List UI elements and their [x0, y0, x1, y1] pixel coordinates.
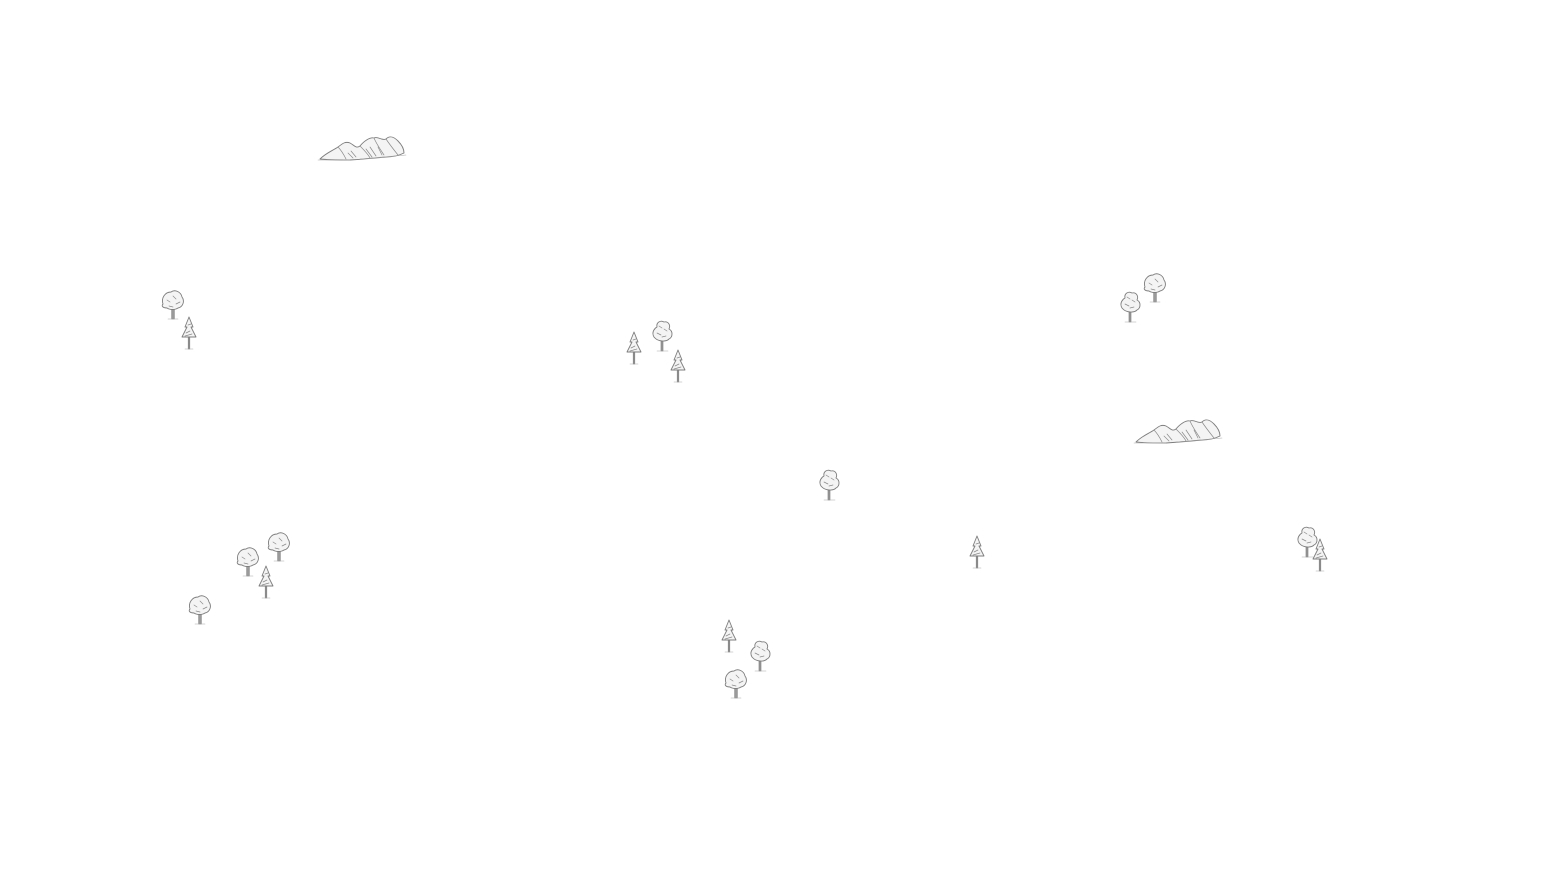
tree-cluster-icon [1120, 273, 1166, 323]
mountain-range-icon [317, 136, 407, 161]
mountain-range-icon [1133, 419, 1223, 444]
tree-icon [819, 469, 840, 501]
tree-cluster-icon [188, 532, 290, 625]
tree-cluster-icon [1297, 526, 1328, 572]
tree-cluster-icon [721, 619, 771, 699]
tree-icon [969, 535, 985, 569]
tree-cluster-icon [626, 320, 686, 383]
tree-cluster-icon [161, 290, 197, 350]
